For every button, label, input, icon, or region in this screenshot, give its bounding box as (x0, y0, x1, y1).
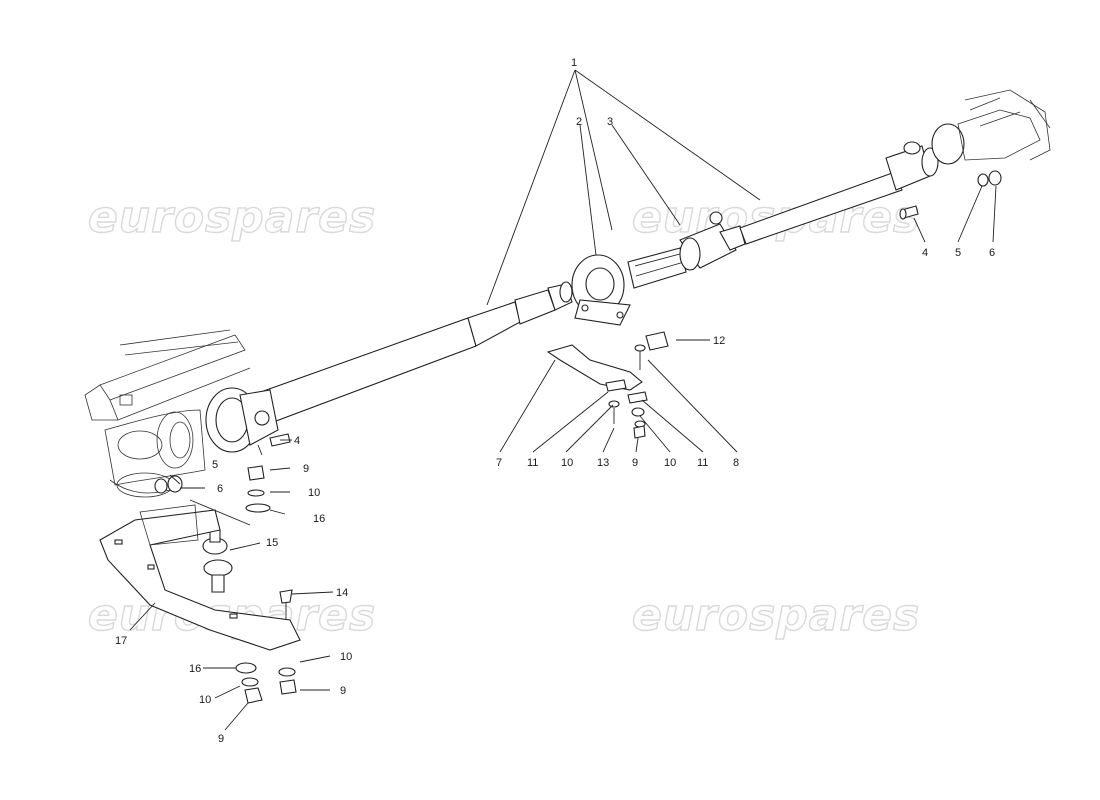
callout-5-rear: 5 (955, 247, 961, 259)
callout-11-right: 11 (697, 457, 708, 469)
callout-10-centre-left: 10 (561, 457, 573, 469)
callout-10-centre-right: 10 (664, 457, 676, 469)
callout-16-upper: 16 (313, 513, 325, 525)
callout-12: 12 (713, 335, 725, 347)
watermark-top-left: eurospares (88, 192, 376, 243)
callout-5-front: 5 (212, 459, 218, 471)
callout-17: 17 (115, 635, 127, 647)
crossmember (99, 499, 301, 651)
callout-14: 14 (336, 587, 348, 599)
callout-10-lower-left: 10 (199, 694, 211, 706)
rear-axle-sketch (957, 89, 1051, 161)
callout-9-centre: 9 (632, 457, 638, 469)
leader-lines (129, 69, 997, 731)
front-fasteners (154, 433, 291, 494)
callout-6-front: 6 (217, 483, 223, 495)
callout-15: 15 (266, 537, 278, 549)
callout-11-left: 11 (527, 457, 538, 469)
gearbox-housing-sketch (84, 329, 251, 498)
callout-6-rear: 6 (989, 247, 995, 259)
callout-2: 2 (576, 116, 582, 128)
callout-9-lower-right: 9 (340, 685, 346, 697)
plate-12 (645, 331, 669, 351)
callout-4-front: 4 (294, 435, 300, 447)
callout-16-lower: 16 (189, 663, 201, 675)
callout-4-rear: 4 (922, 247, 928, 259)
callout-8: 8 (733, 457, 739, 469)
bracket-7 (546, 344, 643, 391)
rear-fasteners (899, 170, 1002, 220)
callout-10-lower-right: 10 (340, 651, 352, 663)
left-mount-stack (202, 465, 297, 704)
rear-shaft-section (627, 123, 965, 289)
callout-13: 13 (597, 457, 609, 469)
callout-7: 7 (496, 457, 502, 469)
centre-support-bearing (571, 254, 631, 326)
callout-labels: 1 2 3 4 5 6 4 5 6 9 10 16 15 14 17 16 10… (115, 57, 995, 745)
callout-9-upper: 9 (303, 463, 309, 475)
watermark-bottom-right: eurospares (632, 590, 920, 641)
callout-10-upper: 10 (308, 487, 320, 499)
callout-9-lower-left: 9 (218, 733, 224, 745)
callout-3: 3 (607, 116, 613, 128)
centre-bracket (546, 331, 669, 439)
callout-1: 1 (571, 57, 577, 69)
front-shaft-section (205, 281, 573, 456)
